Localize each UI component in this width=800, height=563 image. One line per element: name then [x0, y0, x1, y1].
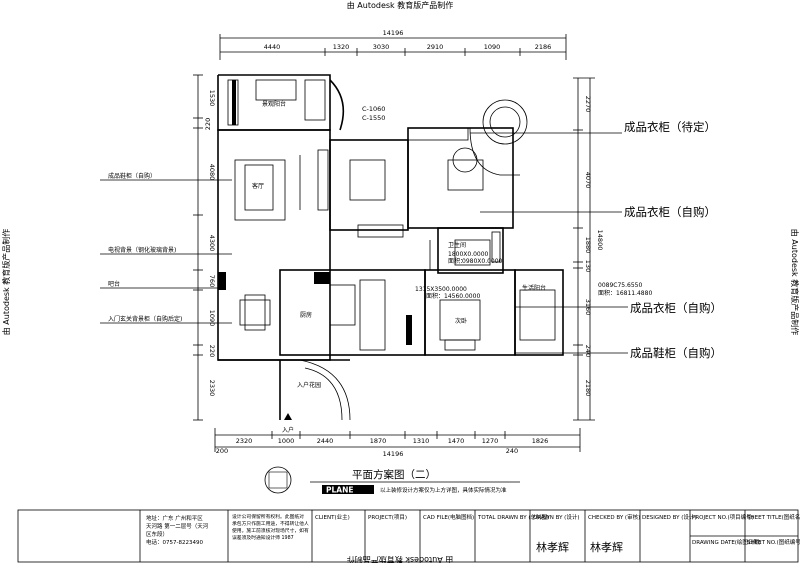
room-note: 1800X0.0000: [448, 251, 489, 258]
watermark-top: 由 Autodesk 教育版产品制作: [347, 0, 453, 10]
room-note: 面积：: [448, 257, 466, 265]
dim-right-seg: 2270: [584, 96, 592, 113]
signature-drawn: 林孝辉: [536, 540, 569, 554]
left-label: 电视背景（钢化玻璃背景): [108, 246, 176, 254]
dim-top-seg: 1320: [333, 43, 350, 51]
dim-bottom-seg: 1000: [278, 437, 295, 445]
dim-top-seg: 2910: [427, 43, 444, 51]
room-label-bedroom2: 次卧: [455, 317, 467, 325]
signature-checked: 林孝辉: [590, 540, 623, 554]
room-label-balcony: 景观阳台: [262, 100, 286, 108]
room-label-bathroom: 卫生间: [448, 241, 466, 249]
dim-right-seg: 4070: [584, 172, 592, 189]
dim-left-seg: 2330: [208, 380, 216, 397]
dim-bottom-edge: 240: [506, 447, 518, 455]
dim-top-seg: 4440: [264, 43, 281, 51]
dim-bottom-total: 14196: [383, 450, 404, 458]
dim-left-seg: 220: [204, 118, 212, 130]
tb-address: 区东段）: [146, 530, 168, 538]
tb-drawn: DRAWN BY (设计): [533, 513, 579, 521]
plan-subtitle: PLANE: [326, 486, 353, 495]
tb-total: TOTAL DRAWN BY (总制图): [477, 513, 549, 521]
dim-bottom-seg: 1870: [370, 437, 387, 445]
callout-shoe-cabinet: 成品鞋柜（自购）: [630, 346, 722, 360]
room-label-kitchen: 厨房: [300, 311, 312, 319]
tb-sheet-title: SHEET TITLE(图纸名称): [747, 513, 800, 521]
room-note: 0089C75.6550: [598, 282, 642, 289]
left-label: 吧台: [108, 280, 120, 288]
room-label-living-balcony: 生活阳台: [522, 284, 546, 292]
dim-bottom-seg: 2440: [317, 437, 334, 445]
dim-bottom-seg: 2320: [236, 437, 253, 445]
tb-disclaimer: 使用。施工前须核对现场尺寸，如有: [232, 527, 309, 534]
room-note: 面积：16811.4880: [598, 289, 652, 297]
dim-bottom-edge: 200: [216, 447, 228, 455]
dim-left-seg: 1530: [208, 90, 216, 107]
left-label: 入门玄关背景柜（自购后定): [108, 315, 182, 323]
plan-note: 以上装修设计方案仅为上方详图，具体实际情况为准: [380, 486, 507, 494]
tb-cad-file: CAD FILE(电脑图档): [423, 513, 474, 521]
dim-right-seg: 3160: [584, 299, 592, 316]
dim-right-seg: 1880: [584, 237, 592, 254]
tb-designed: DESIGNED BY (设计): [642, 513, 697, 521]
window-note: C-1550: [362, 114, 385, 122]
tb-address: 地址：广东 广州和平区: [146, 514, 203, 522]
tb-sheet-no: SHEET NO.(图纸编号): [747, 538, 800, 546]
dim-left-seg: 760: [208, 275, 216, 287]
dim-right-seg: 130: [584, 260, 592, 272]
title-emblem: [264, 466, 520, 494]
tb-address: 天河路 第一二层号（天河: [146, 522, 209, 530]
window-note: C-1060: [362, 105, 385, 113]
tb-disclaimer: 设计公司保留所有权利。此图纸对: [232, 513, 304, 520]
watermark-left: 由 Autodesk 教育版产品制作: [1, 229, 11, 335]
plan-title: 平面方案图（二）: [352, 468, 436, 481]
dim-bottom-seg: 1270: [482, 437, 499, 445]
dim-right-seg: 240: [584, 345, 592, 357]
left-label: 成品鞋柜（自购）: [108, 172, 156, 180]
callout-wardrobe-self: 成品衣柜（自购）: [630, 301, 722, 315]
room-note: 1315X3500.0000: [415, 286, 467, 293]
room-label-living: 客厅: [252, 182, 264, 190]
tb-client: CLIENT(业主): [315, 513, 350, 521]
dim-bottom-seg: 1826: [532, 437, 549, 445]
dim-top-seg: 2186: [535, 43, 552, 51]
watermark-bottom: 由 Autodesk 教育版产品制作: [347, 555, 453, 563]
entrance-label: 入户: [282, 426, 294, 434]
tb-project: PROJECT(项目): [368, 514, 407, 521]
dim-left-seg: 1090: [208, 310, 216, 327]
dim-top-seg: 3030: [373, 43, 390, 51]
tb-project-no: PROJECT NO.(项目编号): [692, 513, 754, 521]
room-note: 面积：14560.0000: [426, 292, 480, 300]
dim-right-total: 14800: [596, 230, 604, 251]
dim-left-seg: 220: [208, 345, 216, 357]
dim-left-seg: 4300: [208, 235, 216, 252]
room-label-entrance: 入户花园: [297, 381, 321, 389]
tb-drawing-date: DRAWING DATE(绘图日期): [692, 538, 761, 546]
callout-wardrobe-pending: 成品衣柜（待定）: [624, 120, 716, 134]
dim-bottom-seg: 1310: [413, 437, 430, 445]
tb-checked: CHECKED BY (审核): [588, 513, 640, 521]
tb-disclaimer: 误差须及时通知设计师 1987: [232, 534, 294, 541]
callout-wardrobe-self: 成品衣柜（自购）: [624, 205, 716, 219]
watermark-right: 由 Autodesk 教育版产品制作: [790, 229, 800, 335]
tb-disclaimer: 承包方只作施工用途，不得转让他人: [232, 520, 309, 527]
dim-bottom-seg: 1470: [448, 437, 465, 445]
dim-left-seg: 4080: [208, 164, 216, 181]
room-note: 0980X0.0000: [462, 258, 503, 265]
tb-address: 电话：0757-8223490: [146, 538, 203, 546]
dim-top-total: 14196: [383, 29, 404, 37]
dim-right-seg: 2180: [584, 380, 592, 397]
dim-top-seg: 1090: [484, 43, 501, 51]
